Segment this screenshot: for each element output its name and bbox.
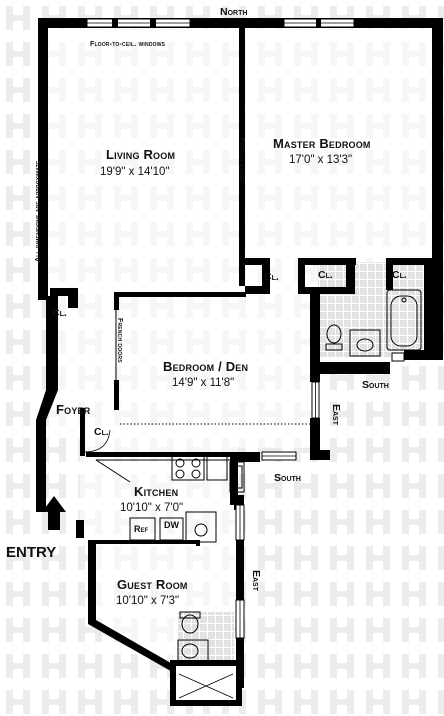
- south-label-kitchen: South: [274, 472, 301, 484]
- north-label: North: [220, 6, 247, 18]
- dishwasher-label: DW: [164, 520, 179, 530]
- closet-label-2: Cl.: [318, 269, 333, 281]
- foyer-name: Foyer: [56, 402, 91, 417]
- kitchen-name: Kitchen: [134, 484, 178, 499]
- french-doors-note-2: French doors: [116, 318, 123, 363]
- bathroom-tile-floor: [318, 262, 432, 357]
- east-label-bedroom: East: [330, 404, 342, 426]
- floor-fill: [40, 26, 432, 690]
- closet-label-4: Cl.: [52, 307, 67, 319]
- closet-label-5: Cl.: [94, 426, 109, 438]
- guest-room-name: Guest Room: [117, 577, 188, 592]
- bedroom-den-name: Bedroom / Den: [163, 359, 248, 374]
- living-room-dim: 19'9" x 14'10": [100, 166, 169, 178]
- closet-label-3: Cl.: [392, 269, 407, 281]
- master-bedroom-name: Master Bedroom: [273, 136, 371, 151]
- refrigerator-label: Ref: [134, 524, 149, 534]
- south-label-bath: South: [362, 379, 389, 391]
- entry-label: ENTRY: [6, 544, 56, 561]
- master-bedroom-dim: 17'0" x 13'3": [289, 154, 352, 166]
- dimensions-note: All dimensions are approximate: [35, 160, 42, 262]
- east-label-guest: East: [250, 570, 262, 592]
- fixtures: [83, 120, 422, 699]
- kitchen-dim: 10'10" x 7'0": [120, 502, 183, 514]
- windows-note: Floor-to-ceil. windows: [90, 41, 166, 48]
- guest-room-dim: 10'10" x 7'3": [116, 595, 179, 607]
- bedroom-den-dim: 14'9" x 11'8": [172, 377, 234, 389]
- windows: [86, 18, 405, 639]
- living-room-name: Living Room: [106, 147, 175, 162]
- entry-arrow-icon: [42, 496, 66, 530]
- walls: [36, 18, 443, 706]
- french-doors-note-1: French doors: [238, 138, 245, 183]
- closet-label-1: Cl.: [264, 271, 279, 283]
